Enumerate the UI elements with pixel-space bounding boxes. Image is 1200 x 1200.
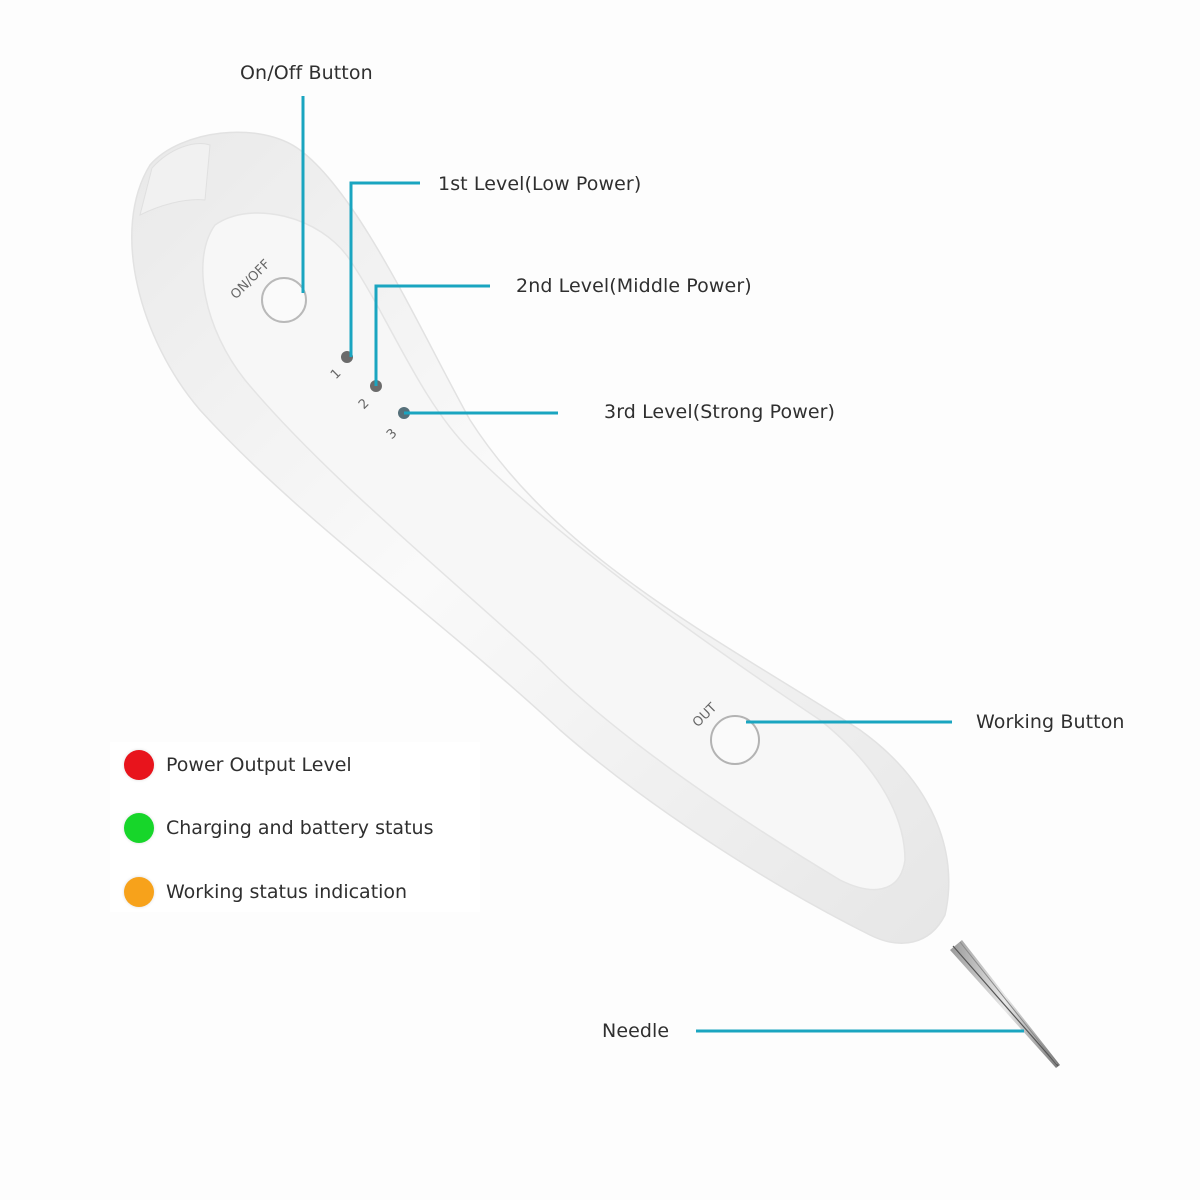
callout-working-button: Working Button [976, 711, 1125, 733]
green-dot-icon [124, 813, 154, 843]
level1-leader-line [349, 181, 420, 357]
legend-label: Working status indication [166, 881, 408, 903]
callout-onoff-button: On/Off Button [240, 62, 373, 84]
indicator-legend: Power Output Level Charging and battery … [110, 742, 480, 912]
legend-item-working-status: Working status indication [124, 877, 407, 907]
legend-label: Power Output Level [166, 754, 352, 776]
level2-leader-line [374, 284, 490, 386]
legend-label: Charging and battery status [166, 817, 434, 839]
out-button-shape [710, 715, 760, 765]
legend-item-charging: Charging and battery status [124, 813, 433, 843]
orange-dot-icon [124, 877, 154, 907]
callout-level1: 1st Level(Low Power) [438, 173, 642, 195]
legend-item-power-output: Power Output Level [124, 750, 352, 780]
needle-shape [950, 940, 1060, 1068]
callout-level3: 3rd Level(Strong Power) [604, 401, 836, 423]
callout-lines [301, 96, 1024, 1033]
red-dot-icon [124, 750, 154, 780]
callout-level2: 2nd Level(Middle Power) [516, 275, 752, 297]
onoff-button-shape [261, 277, 307, 323]
callout-needle: Needle [602, 1020, 670, 1042]
